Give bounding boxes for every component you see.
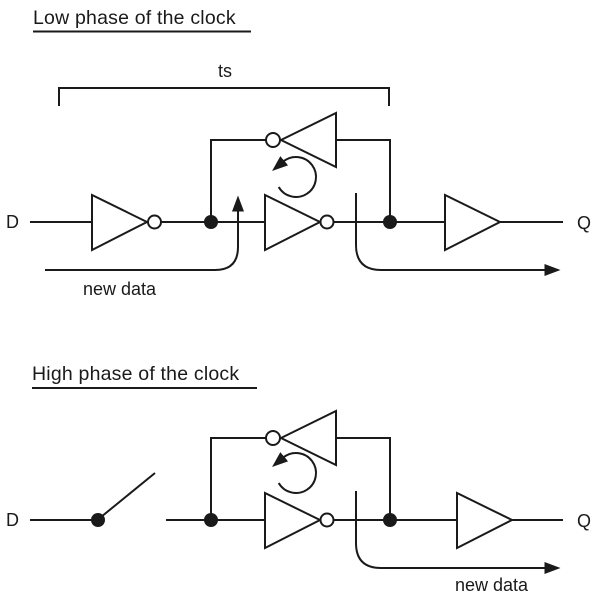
- forward-inverter: [264, 193, 323, 252]
- feedback-inverter-bubble: [265, 132, 281, 148]
- output-node-dot: [383, 215, 397, 229]
- forward-inverter-bubble: [319, 214, 335, 230]
- new-data-out-arrow: [355, 491, 561, 574]
- forward-inverter: [264, 491, 323, 550]
- setup-time-label: ts: [218, 61, 232, 81]
- feedback-inverter: [278, 409, 337, 467]
- new-data-label: new data: [83, 279, 157, 299]
- output-buffer: [444, 193, 503, 252]
- new-data-label: new data: [455, 575, 529, 595]
- feedback-inverter: [278, 111, 337, 169]
- storage-node-dot: [204, 513, 218, 527]
- d-input-label: D: [6, 212, 19, 232]
- low-phase-diagram: Low phase of the clock ts new data: [6, 7, 591, 299]
- switch-node-dot: [91, 513, 105, 527]
- forward-inverter-bubble: [319, 512, 335, 528]
- high-phase-title: High phase of the clock: [32, 363, 239, 385]
- q-output-label: Q: [577, 511, 591, 531]
- input-inverter: [91, 193, 150, 252]
- feedback-right-rail: [336, 139, 391, 222]
- loop-rotation-arrow-icon: [272, 155, 317, 198]
- input-inverter-bubble: [147, 214, 162, 230]
- q-output-label: Q: [577, 213, 591, 233]
- loop-rotation-arrow-icon: [272, 451, 317, 494]
- feedback-left-rail: [210, 139, 266, 222]
- d-input-label: D: [6, 510, 19, 530]
- setup-time-bracket: [58, 87, 390, 106]
- low-phase-title: Low phase of the clock: [33, 7, 236, 29]
- feedback-right-rail: [336, 437, 391, 520]
- storage-node-dot: [204, 215, 218, 229]
- high-phase-diagram: High phase of the clock new data D Q: [6, 363, 591, 595]
- feedback-inverter-bubble: [265, 430, 281, 446]
- open-switch: [100, 472, 156, 518]
- old-data-out-arrow: [355, 193, 561, 276]
- output-node-dot: [383, 513, 397, 527]
- output-buffer: [456, 491, 515, 550]
- new-data-in-arrow: [45, 195, 244, 271]
- feedback-left-rail: [210, 437, 266, 520]
